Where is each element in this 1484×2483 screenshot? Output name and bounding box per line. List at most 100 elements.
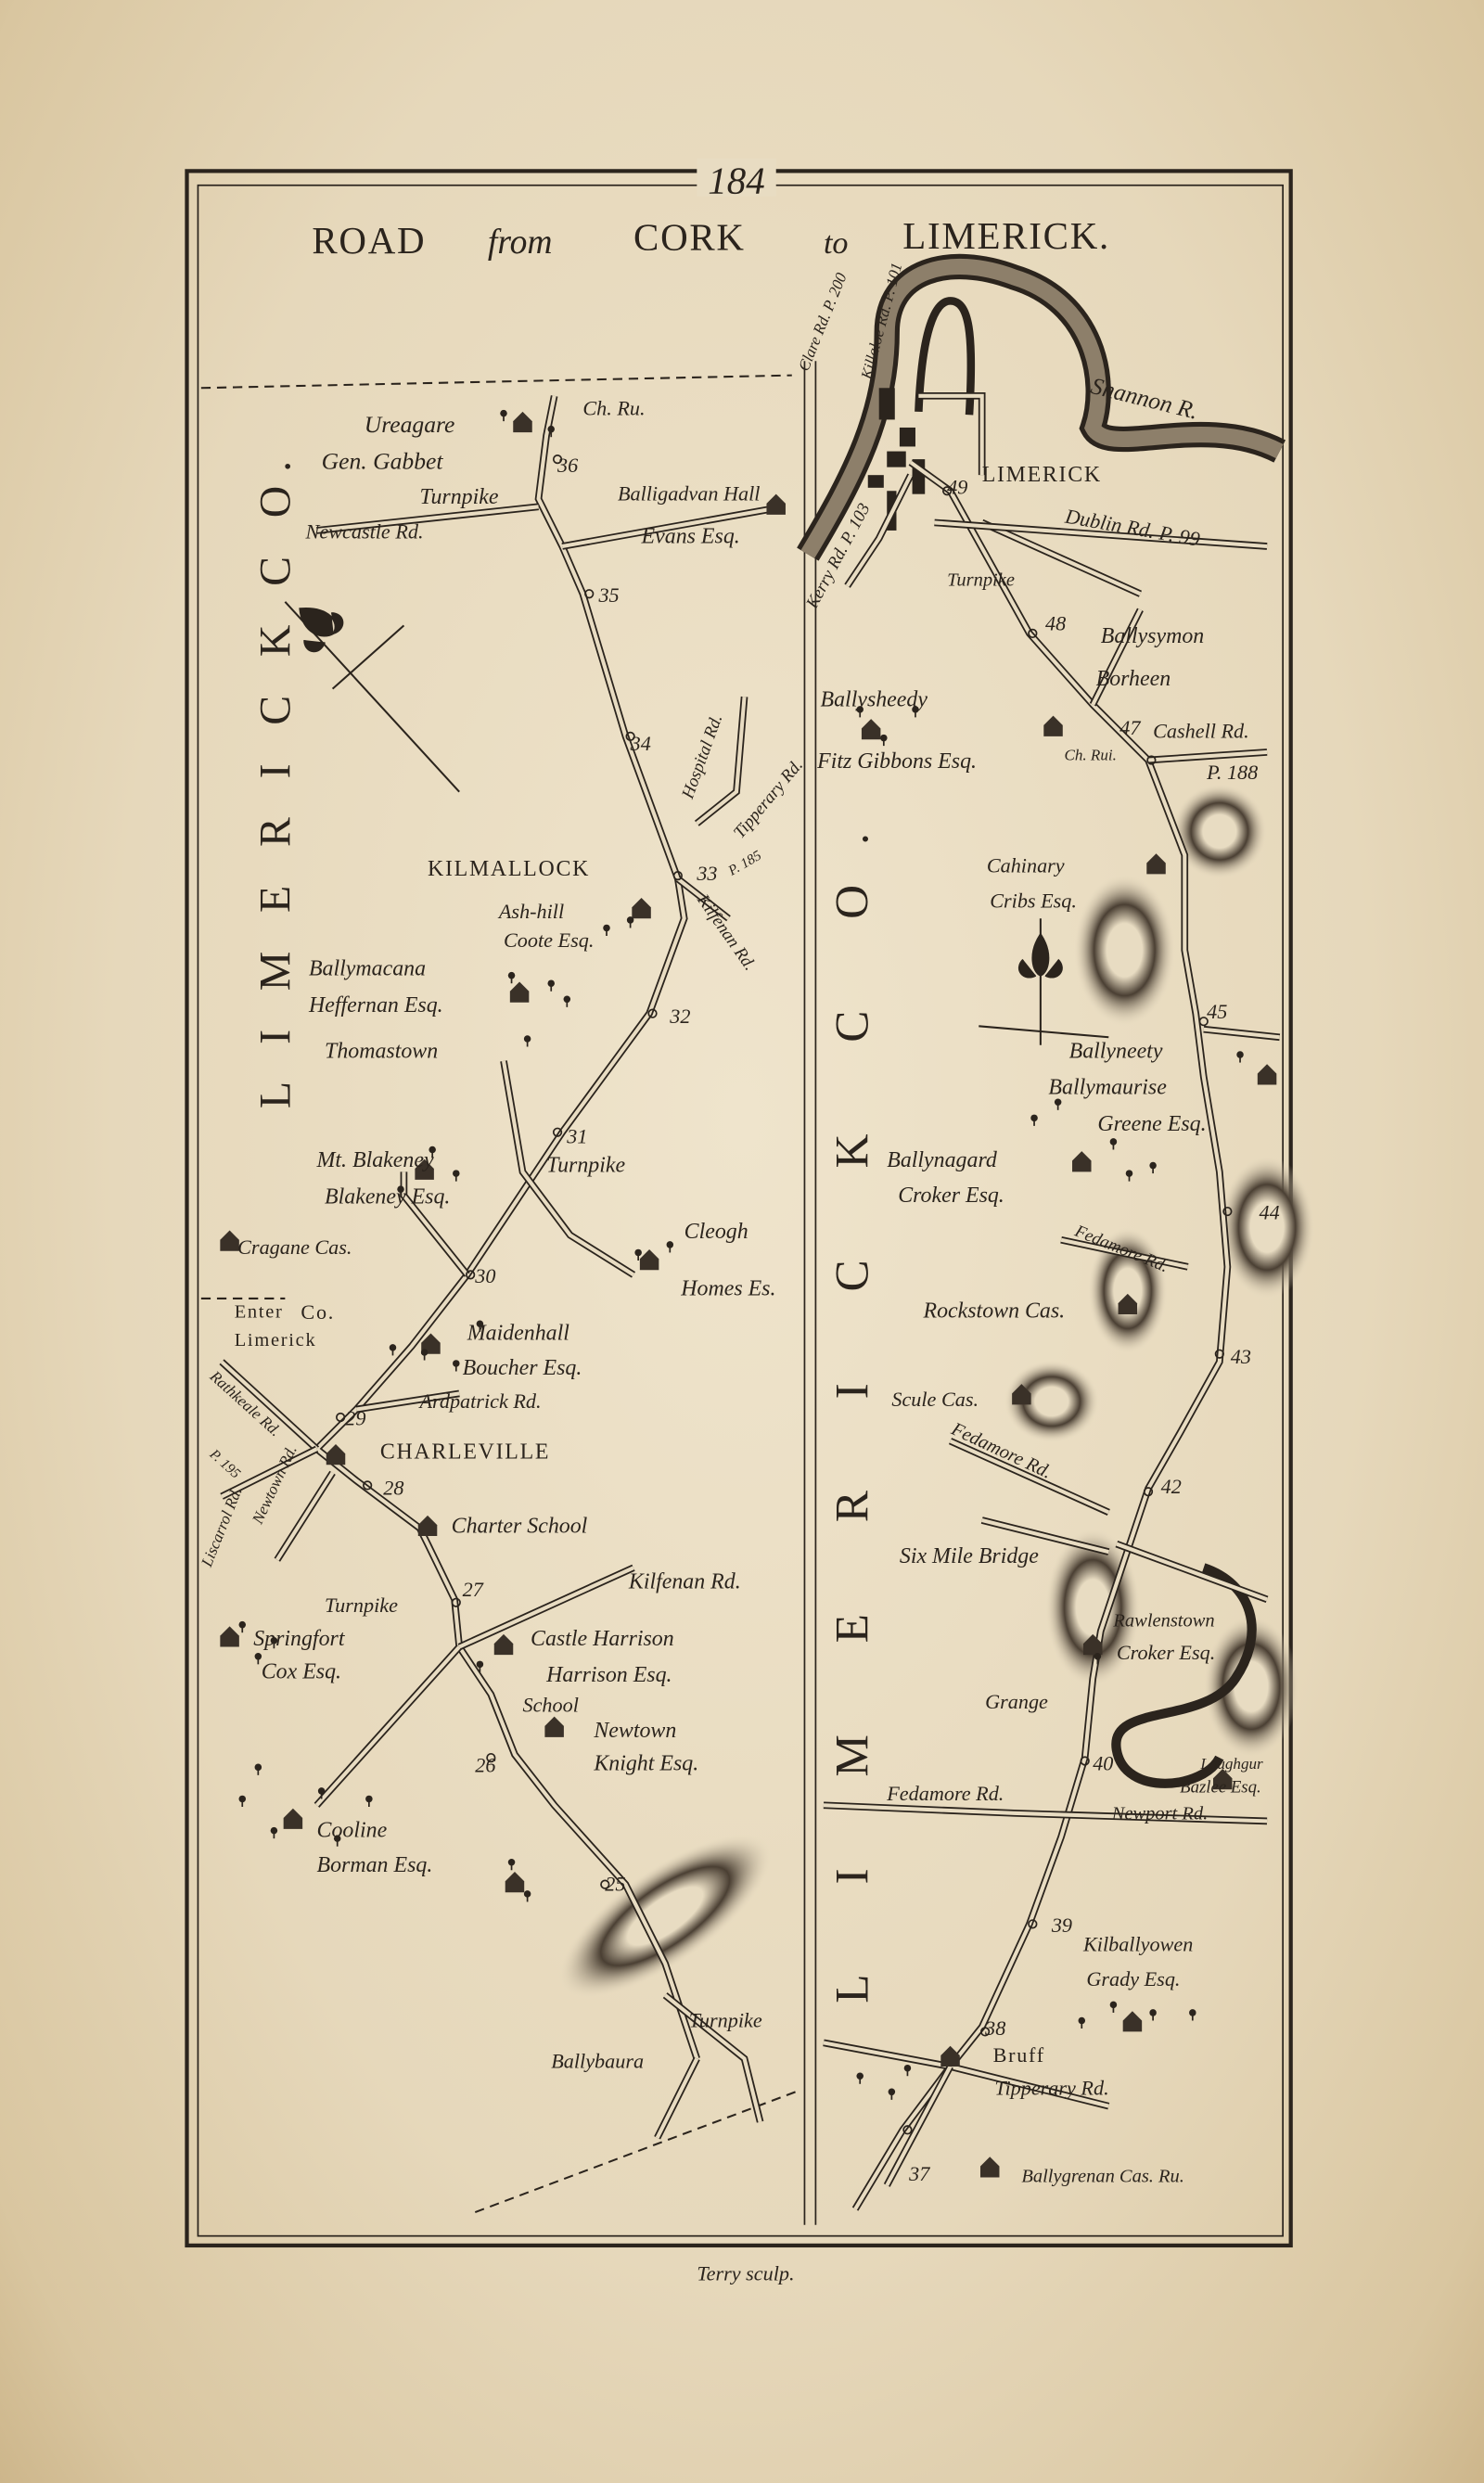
label-m31: 31 xyxy=(566,1125,587,1148)
label-group-charter-school: Charter School xyxy=(452,1515,588,1539)
label-turnpike-31: Turnpike xyxy=(546,1153,625,1177)
label-ballysheedy: Ballysheedy xyxy=(821,687,928,711)
title-to: to xyxy=(824,226,849,261)
label-homes: Homes Es. xyxy=(680,1277,775,1301)
label-ballymacana: Ballymacana xyxy=(309,957,426,981)
map-title: ROAD from CORK to LIMERICK. xyxy=(312,214,1108,262)
tree-icon xyxy=(333,1835,341,1847)
label-group-cashell-rd: Cashell Rd. xyxy=(1153,720,1249,743)
label-dublin-rd: Dublin Rd. P. 99 xyxy=(1063,505,1202,551)
tree-icon xyxy=(389,1344,397,1356)
r8 xyxy=(220,1360,318,1451)
r7 xyxy=(355,1391,460,1412)
label-co: Co. xyxy=(301,1300,335,1324)
tree-icon xyxy=(888,2088,896,2100)
tree-icon xyxy=(429,1146,436,1158)
title-origin: CORK xyxy=(633,216,746,259)
label-grange: Grange xyxy=(985,1690,1048,1713)
r24 xyxy=(950,2065,1109,2108)
label-bruff: Bruff xyxy=(993,2043,1045,2067)
label-group-m39: 39 xyxy=(1051,1913,1072,1937)
r12 xyxy=(314,1645,461,1807)
building-icon xyxy=(1146,853,1166,875)
label-group-ch-ru: Ch. Ru. xyxy=(582,396,645,419)
label-m33: 33 xyxy=(696,862,717,885)
map-symbols xyxy=(220,409,1277,2178)
tree-icon xyxy=(856,706,864,718)
label-group-newport-rd: Newport Rd. xyxy=(1111,1804,1208,1824)
label-cribs: Cribs Esq. xyxy=(990,889,1077,912)
label-group-loughgur: Loughgur xyxy=(1199,1755,1263,1773)
tree-icon xyxy=(254,1763,262,1775)
label-kilfenan-rd-2: Kilfenan Rd. xyxy=(628,1569,741,1593)
label-cahinary: Cahinary xyxy=(987,854,1065,877)
label-group-maidenhall: Maidenhall xyxy=(467,1321,570,1345)
tree-icon xyxy=(523,1035,531,1047)
label-ureagare: Ureagare xyxy=(365,411,455,438)
milestone-icon xyxy=(363,1480,373,1491)
label-group-ballygrenan: Ballygrenan Cas. Ru. xyxy=(1021,2167,1184,2187)
label-m36: 36 xyxy=(556,454,578,477)
label-group-cahinary: Cahinary xyxy=(987,854,1065,877)
r16 xyxy=(934,520,1268,549)
r4 xyxy=(676,877,730,920)
label-group-kilballyowen: Kilballyowen xyxy=(1082,1932,1193,1955)
label-rawlenstown: Rawlenstown xyxy=(1112,1610,1214,1631)
label-bazlee: Bazlee Esq. xyxy=(1180,1778,1261,1798)
label-springfort: Springfort xyxy=(253,1627,346,1651)
label-m37: 37 xyxy=(908,2162,930,2185)
label-p195: P. 195 xyxy=(206,1446,244,1482)
tree-icon xyxy=(912,706,919,718)
label-group-liscarrol: Liscarrol Rd. xyxy=(198,1485,246,1570)
tree-icon xyxy=(1149,1161,1157,1174)
label-group-cox: Cox Esq. xyxy=(262,1660,341,1684)
milestone-icon xyxy=(1028,628,1038,639)
label-turnpike-36: Turnpike xyxy=(420,485,499,509)
label-group-m37: 37 xyxy=(908,2162,930,2185)
tree-icon xyxy=(270,1636,278,1649)
label-group-rawlenstown: Rawlenstown xyxy=(1112,1610,1214,1631)
label-m49: 49 xyxy=(947,476,967,499)
label-m26: 26 xyxy=(475,1753,495,1776)
building-icon xyxy=(1213,1769,1233,1790)
label-hospital-rd: Hospital Rd. xyxy=(678,712,727,802)
r3 xyxy=(696,697,747,826)
milestone-icon xyxy=(1198,1017,1209,1027)
label-gen-gabbet: Gen. Gabbet xyxy=(322,447,444,474)
label-group-ballynagard: Ballynagard xyxy=(887,1148,997,1172)
label-croker-1: Croker Esq. xyxy=(898,1184,1004,1208)
milestone-icon xyxy=(600,1879,610,1889)
r10 xyxy=(275,1471,335,1561)
r18 xyxy=(1091,608,1143,706)
label-group-blakeney: Blakeney Esq. xyxy=(325,1185,450,1210)
label-group-m47: 47 xyxy=(1119,716,1141,739)
label-ballysymon: Ballysymon xyxy=(1101,624,1204,648)
label-newport-rd: Newport Rd. xyxy=(1111,1804,1208,1824)
tree-icon xyxy=(523,1890,531,1902)
label-cleogh: Cleogh xyxy=(684,1220,748,1244)
milestone-icon xyxy=(1214,1349,1224,1359)
label-tipperary-rd-r: Tipperary Rd. xyxy=(994,2077,1108,2100)
roads xyxy=(219,391,1281,2211)
building-icon xyxy=(940,2045,960,2067)
tree-icon xyxy=(238,1795,247,1807)
label-clare-rd: Clare Rd. P. 200 xyxy=(795,270,851,374)
label-group-limerick-small: Limerick xyxy=(235,1330,315,1350)
label-coote: Coote Esq. xyxy=(504,928,594,952)
label-maidenhall: Maidenhall xyxy=(467,1321,570,1345)
label-fitz-gibbons: Fitz Gibbons Esq. xyxy=(816,749,977,774)
hills xyxy=(557,784,1315,1999)
label-harrison: Harrison Esq. xyxy=(545,1663,672,1687)
milestone-icon xyxy=(336,1412,346,1423)
label-ch-ru: Ch. Ru. xyxy=(582,396,645,419)
label-group-charleville: CHARLEVILLE xyxy=(380,1440,549,1464)
label-group-p188: P. 188 xyxy=(1206,761,1258,784)
label-group-clare-rd: Clare Rd. P. 200 xyxy=(795,270,851,374)
label-group-grange: Grange xyxy=(985,1690,1048,1713)
tree-icon xyxy=(254,1653,262,1665)
tree-icon xyxy=(1189,2009,1196,2021)
label-turnpike-27: Turnpike xyxy=(325,1593,398,1617)
label-newcastle-rd: Newcastle Rd. xyxy=(305,519,424,543)
r1 xyxy=(561,505,785,549)
